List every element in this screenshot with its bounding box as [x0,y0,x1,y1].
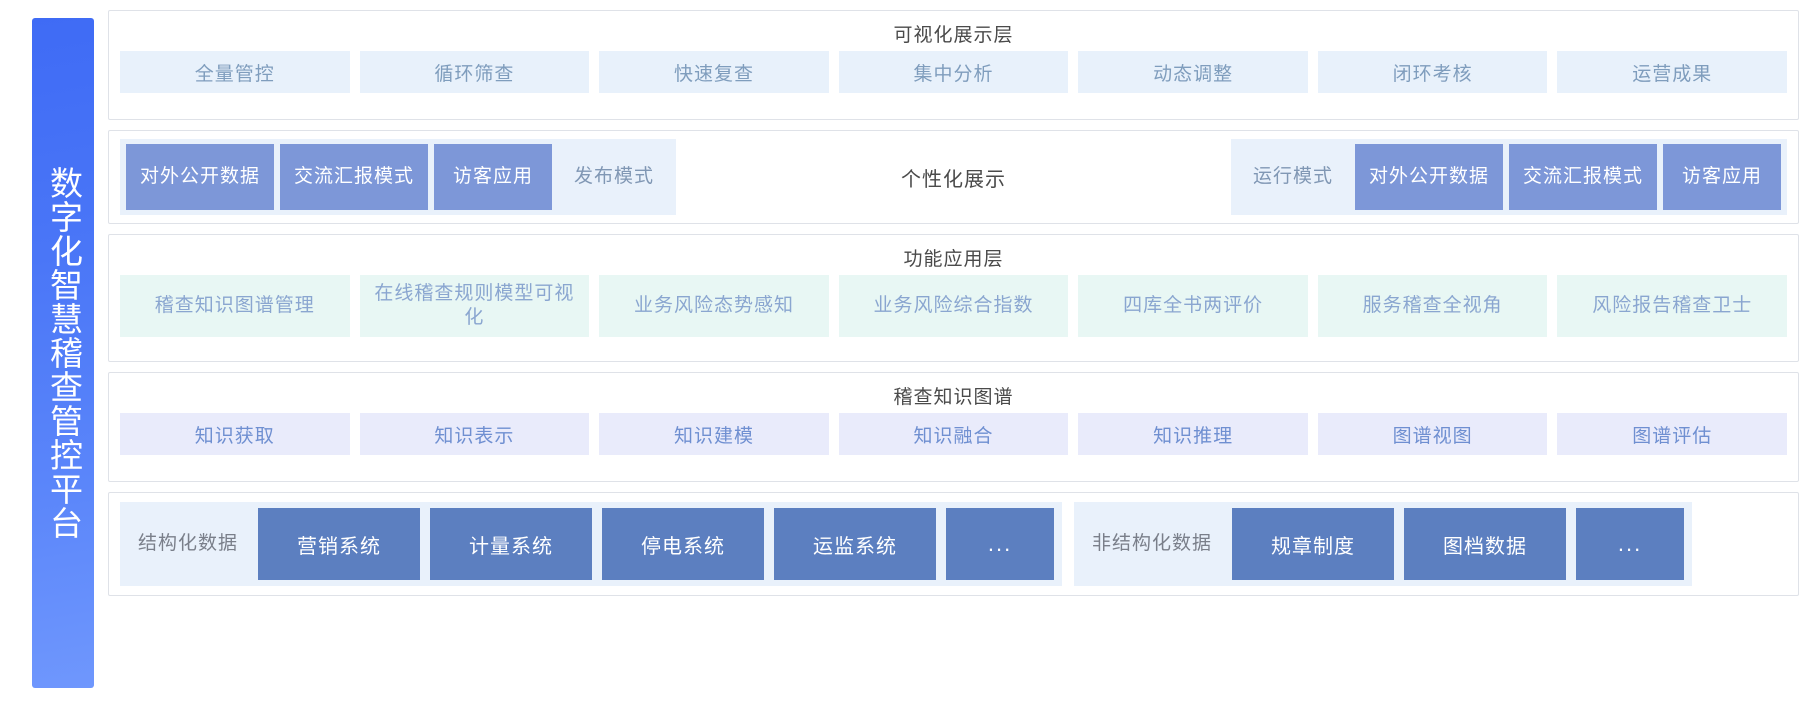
data-box-unstructured-more[interactable]: ... [1576,508,1685,580]
platform-title: 数字化智慧稽查管控平台 [45,166,83,540]
chip-fuwu-jicha-quanshijiao[interactable]: 服务稽查全视角 [1317,275,1548,337]
chip-yewu-fengxian-zonghe-zhishu[interactable]: 业务风险综合指数 [838,275,1069,337]
mode-group-left: 对外公开数据 交流汇报模式 访客应用 发布模式 [120,139,676,215]
layer-function-items: 稽查知识图谱管理 在线稽查规则模型可视化 业务风险态势感知 业务风险综合指数 四… [109,275,1798,348]
data-box-structured-more[interactable]: ... [946,508,1055,580]
chip-jicha-zhishi-tupu-guanli[interactable]: 稽查知识图谱管理 [120,275,350,337]
chip-dongtai-tiaozheng[interactable]: 动态调整 [1078,51,1308,93]
chip-zhishi-huoqu[interactable]: 知识获取 [120,413,350,455]
chip-tupu-shitu[interactable]: 图谱视图 [1317,413,1548,455]
data-group-unstructured-label: 非结构化数据 [1092,533,1213,555]
data-box-yingxiao-xitong[interactable]: 营销系统 [258,508,421,580]
chip-jizhong-fenxi[interactable]: 集中分析 [838,51,1069,93]
mode-box-jiaoliu-huibao-moshi-left[interactable]: 交流汇报模式 [280,144,429,210]
chip-siku-quanshu-liangpingjia[interactable]: 四库全书两评价 [1078,275,1308,337]
layer-knowledge-graph-title: 稽查知识图谱 [893,387,1014,408]
layer-function-title: 功能应用层 [903,249,1004,270]
mode-center-label: 个性化展示 [676,139,1231,215]
chip-bihuan-kaohe[interactable]: 闭环考核 [1317,51,1548,93]
mode-box-duiwai-gongkai-shuju-left[interactable]: 对外公开数据 [126,144,275,210]
data-group-structured: 结构化数据 营销系统 计量系统 停电系统 运监系统 ... [120,502,1063,586]
chip-zhishi-biaoshi[interactable]: 知识表示 [359,413,590,455]
layer-visualization-items: 全量管控 循环筛查 快速复查 集中分析 动态调整 闭环考核 运营成果 [109,51,1798,104]
mode-box-fangke-yingyong-left[interactable]: 访客应用 [434,144,553,210]
chip-zhishi-jianmo[interactable]: 知识建模 [599,413,829,455]
layer-mode: 对外公开数据 交流汇报模式 访客应用 发布模式 个性化展示 运行模式 对外公开数… [108,130,1799,224]
chip-tupu-pinggu[interactable]: 图谱评估 [1557,413,1788,455]
chip-kuaisu-fucha[interactable]: 快速复查 [599,51,829,93]
data-box-guizhang-zhidu[interactable]: 规章制度 [1232,508,1395,580]
data-box-yunjian-xitong[interactable]: 运监系统 [774,508,937,580]
mode-box-jiaoliu-huibao-moshi-right[interactable]: 交流汇报模式 [1508,144,1657,210]
data-box-tingdian-xitong[interactable]: 停电系统 [602,508,765,580]
layer-knowledge-graph: 稽查知识图谱 知识获取 知识表示 知识建模 知识融合 知识推理 图谱视图 图谱评… [108,372,1799,482]
chip-yewu-fengxian-taishi-ganzhi[interactable]: 业务风险态势感知 [599,275,829,337]
layer-stack: 可视化展示层 全量管控 循环筛查 快速复查 集中分析 动态调整 闭环考核 运营成… [108,10,1803,700]
layer-function: 功能应用层 稽查知识图谱管理 在线稽查规则模型可视化 业务风险态势感知 业务风险… [108,234,1799,362]
chip-zhishi-tuili[interactable]: 知识推理 [1078,413,1308,455]
chip-fengxian-baogao-jicha-weishi[interactable]: 风险报告稽查卫士 [1557,275,1788,337]
platform-title-bar: 数字化智慧稽查管控平台 [32,18,94,688]
mode-box-duiwai-gongkai-shuju-right[interactable]: 对外公开数据 [1354,144,1503,210]
layer-visualization-title: 可视化展示层 [893,25,1014,46]
data-box-tudang-shuju[interactable]: 图档数据 [1404,508,1567,580]
chip-zhishi-ronghe[interactable]: 知识融合 [838,413,1069,455]
chip-yunying-chengguo[interactable]: 运营成果 [1557,51,1788,93]
chip-quanliang-guankong[interactable]: 全量管控 [120,51,350,93]
layer-data-source: 结构化数据 营销系统 计量系统 停电系统 运监系统 ... 非结构化数据 规章制… [108,492,1799,596]
mode-box-fabu-moshi[interactable]: 发布模式 [574,166,655,188]
layer-knowledge-graph-items: 知识获取 知识表示 知识建模 知识融合 知识推理 图谱视图 图谱评估 [109,413,1798,466]
data-group-unstructured: 非结构化数据 规章制度 图档数据 ... [1074,502,1693,586]
mode-band: 对外公开数据 交流汇报模式 访客应用 发布模式 个性化展示 运行模式 对外公开数… [120,139,1787,215]
mode-box-fangke-yingyong-right[interactable]: 访客应用 [1663,144,1781,210]
data-group-structured-label: 结构化数据 [138,533,239,555]
chip-xunhuan-shaicha[interactable]: 循环筛查 [359,51,590,93]
mode-group-right: 运行模式 对外公开数据 交流汇报模式 访客应用 [1231,139,1787,215]
chip-zaixian-jicha-guize-moxing[interactable]: 在线稽查规则模型可视化 [359,275,590,337]
layer-visualization: 可视化展示层 全量管控 循环筛查 快速复查 集中分析 动态调整 闭环考核 运营成… [108,10,1799,120]
data-box-jiliang-xitong[interactable]: 计量系统 [430,508,593,580]
mode-box-yunxing-moshi[interactable]: 运行模式 [1252,166,1333,188]
data-row-spacer [1704,502,1787,586]
